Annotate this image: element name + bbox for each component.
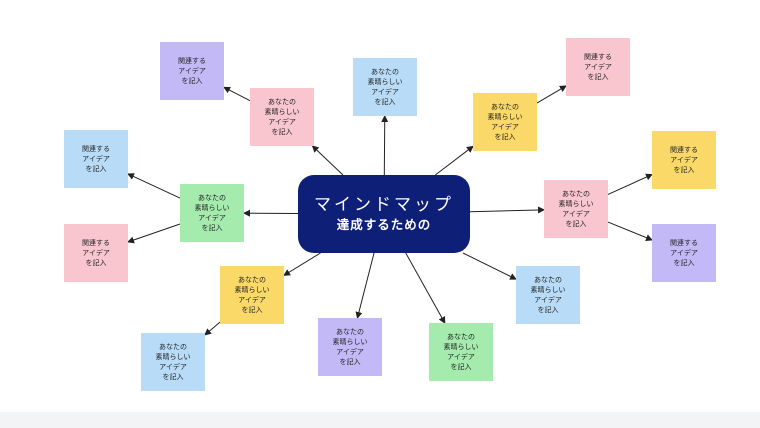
connector-arrow	[434, 145, 474, 176]
central-topic-title: マインドマップ	[314, 195, 454, 215]
related-note-text: 関連する アイデア を記入	[82, 145, 110, 173]
idea-note-text: あなたの 素晴らしい アイデア を記入	[194, 194, 230, 232]
related-note-text: 関連する アイデア を記入	[178, 57, 206, 85]
idea-note-text: あなたの 素晴らしい アイデア を記入	[264, 98, 300, 136]
idea-note-bottom-left[interactable]: あなたの 素晴らしい アイデア を記入	[141, 333, 205, 391]
connector-arrow	[204, 321, 221, 336]
idea-note-text: あなたの 素晴らしい アイデア を記入	[332, 328, 368, 366]
idea-note-lower-left[interactable]: あなたの 素晴らしい アイデア を記入	[220, 266, 284, 324]
connector-arrow	[311, 145, 344, 176]
connector-arrow	[469, 206, 545, 214]
idea-note-top-center[interactable]: あなたの 素晴らしい アイデア を記入	[353, 58, 417, 116]
related-note-left-2[interactable]: 関連する アイデア を記入	[64, 224, 128, 282]
idea-note-upper-left[interactable]: あなたの 素晴らしい アイデア を記入	[250, 88, 314, 146]
related-note-text: 関連する アイデア を記入	[670, 239, 698, 267]
connector-arrow	[462, 252, 517, 280]
idea-note-text: あなたの 素晴らしい アイデア を記入	[155, 343, 191, 381]
connector-arrow	[223, 86, 251, 102]
idea-note-text: あなたの 素晴らしい アイデア を記入	[367, 68, 403, 106]
idea-note-text: あなたの 素晴らしい アイデア を記入	[558, 190, 594, 228]
connector-arrow	[536, 85, 567, 104]
idea-note-text: あなたの 素晴らしい アイデア を記入	[443, 333, 479, 371]
related-note-top-right[interactable]: 関連する アイデア を記入	[566, 38, 630, 96]
idea-note-lower-right[interactable]: あなたの 素晴らしい アイデア を記入	[516, 266, 580, 324]
connector-arrow	[607, 221, 653, 241]
idea-note-left[interactable]: あなたの 素晴らしい アイデア を記入	[180, 184, 244, 242]
connector-arrow	[607, 173, 653, 195]
related-note-top-left[interactable]: 関連する アイデア を記入	[160, 42, 224, 100]
connector-arrow	[127, 173, 181, 199]
idea-note-upper-right[interactable]: あなたの 素晴らしい アイデア を記入	[473, 93, 537, 151]
central-topic-subtitle: 達成するための	[336, 217, 432, 232]
idea-note-text: あなたの 素晴らしい アイデア を記入	[234, 276, 270, 314]
related-note-text: 関連する アイデア を記入	[82, 239, 110, 267]
related-note-text: 関連する アイデア を記入	[670, 146, 698, 174]
idea-note-bottom-mid-left[interactable]: あなたの 素晴らしい アイデア を記入	[318, 318, 382, 376]
central-topic-node[interactable]: マインドマップ 達成するための	[298, 175, 470, 253]
related-note-right-2[interactable]: 関連する アイデア を記入	[652, 224, 716, 282]
idea-note-text: あなたの 素晴らしい アイデア を記入	[530, 276, 566, 314]
connector-arrow	[127, 223, 181, 244]
canvas-bottom-band	[0, 412, 760, 428]
idea-note-right[interactable]: あなたの 素晴らしい アイデア を記入	[544, 180, 608, 238]
related-note-text: 関連する アイデア を記入	[584, 53, 612, 81]
connector-arrow	[283, 252, 321, 276]
related-note-left-1[interactable]: 関連する アイデア を記入	[64, 130, 128, 188]
connector-arrow	[405, 252, 446, 324]
idea-note-text: あなたの 素晴らしい アイデア を記入	[487, 103, 523, 141]
connector-arrow	[355, 252, 375, 319]
idea-note-bottom-mid-right[interactable]: あなたの 素晴らしい アイデア を記入	[429, 323, 493, 381]
related-note-right-1[interactable]: 関連する アイデア を記入	[652, 131, 716, 189]
